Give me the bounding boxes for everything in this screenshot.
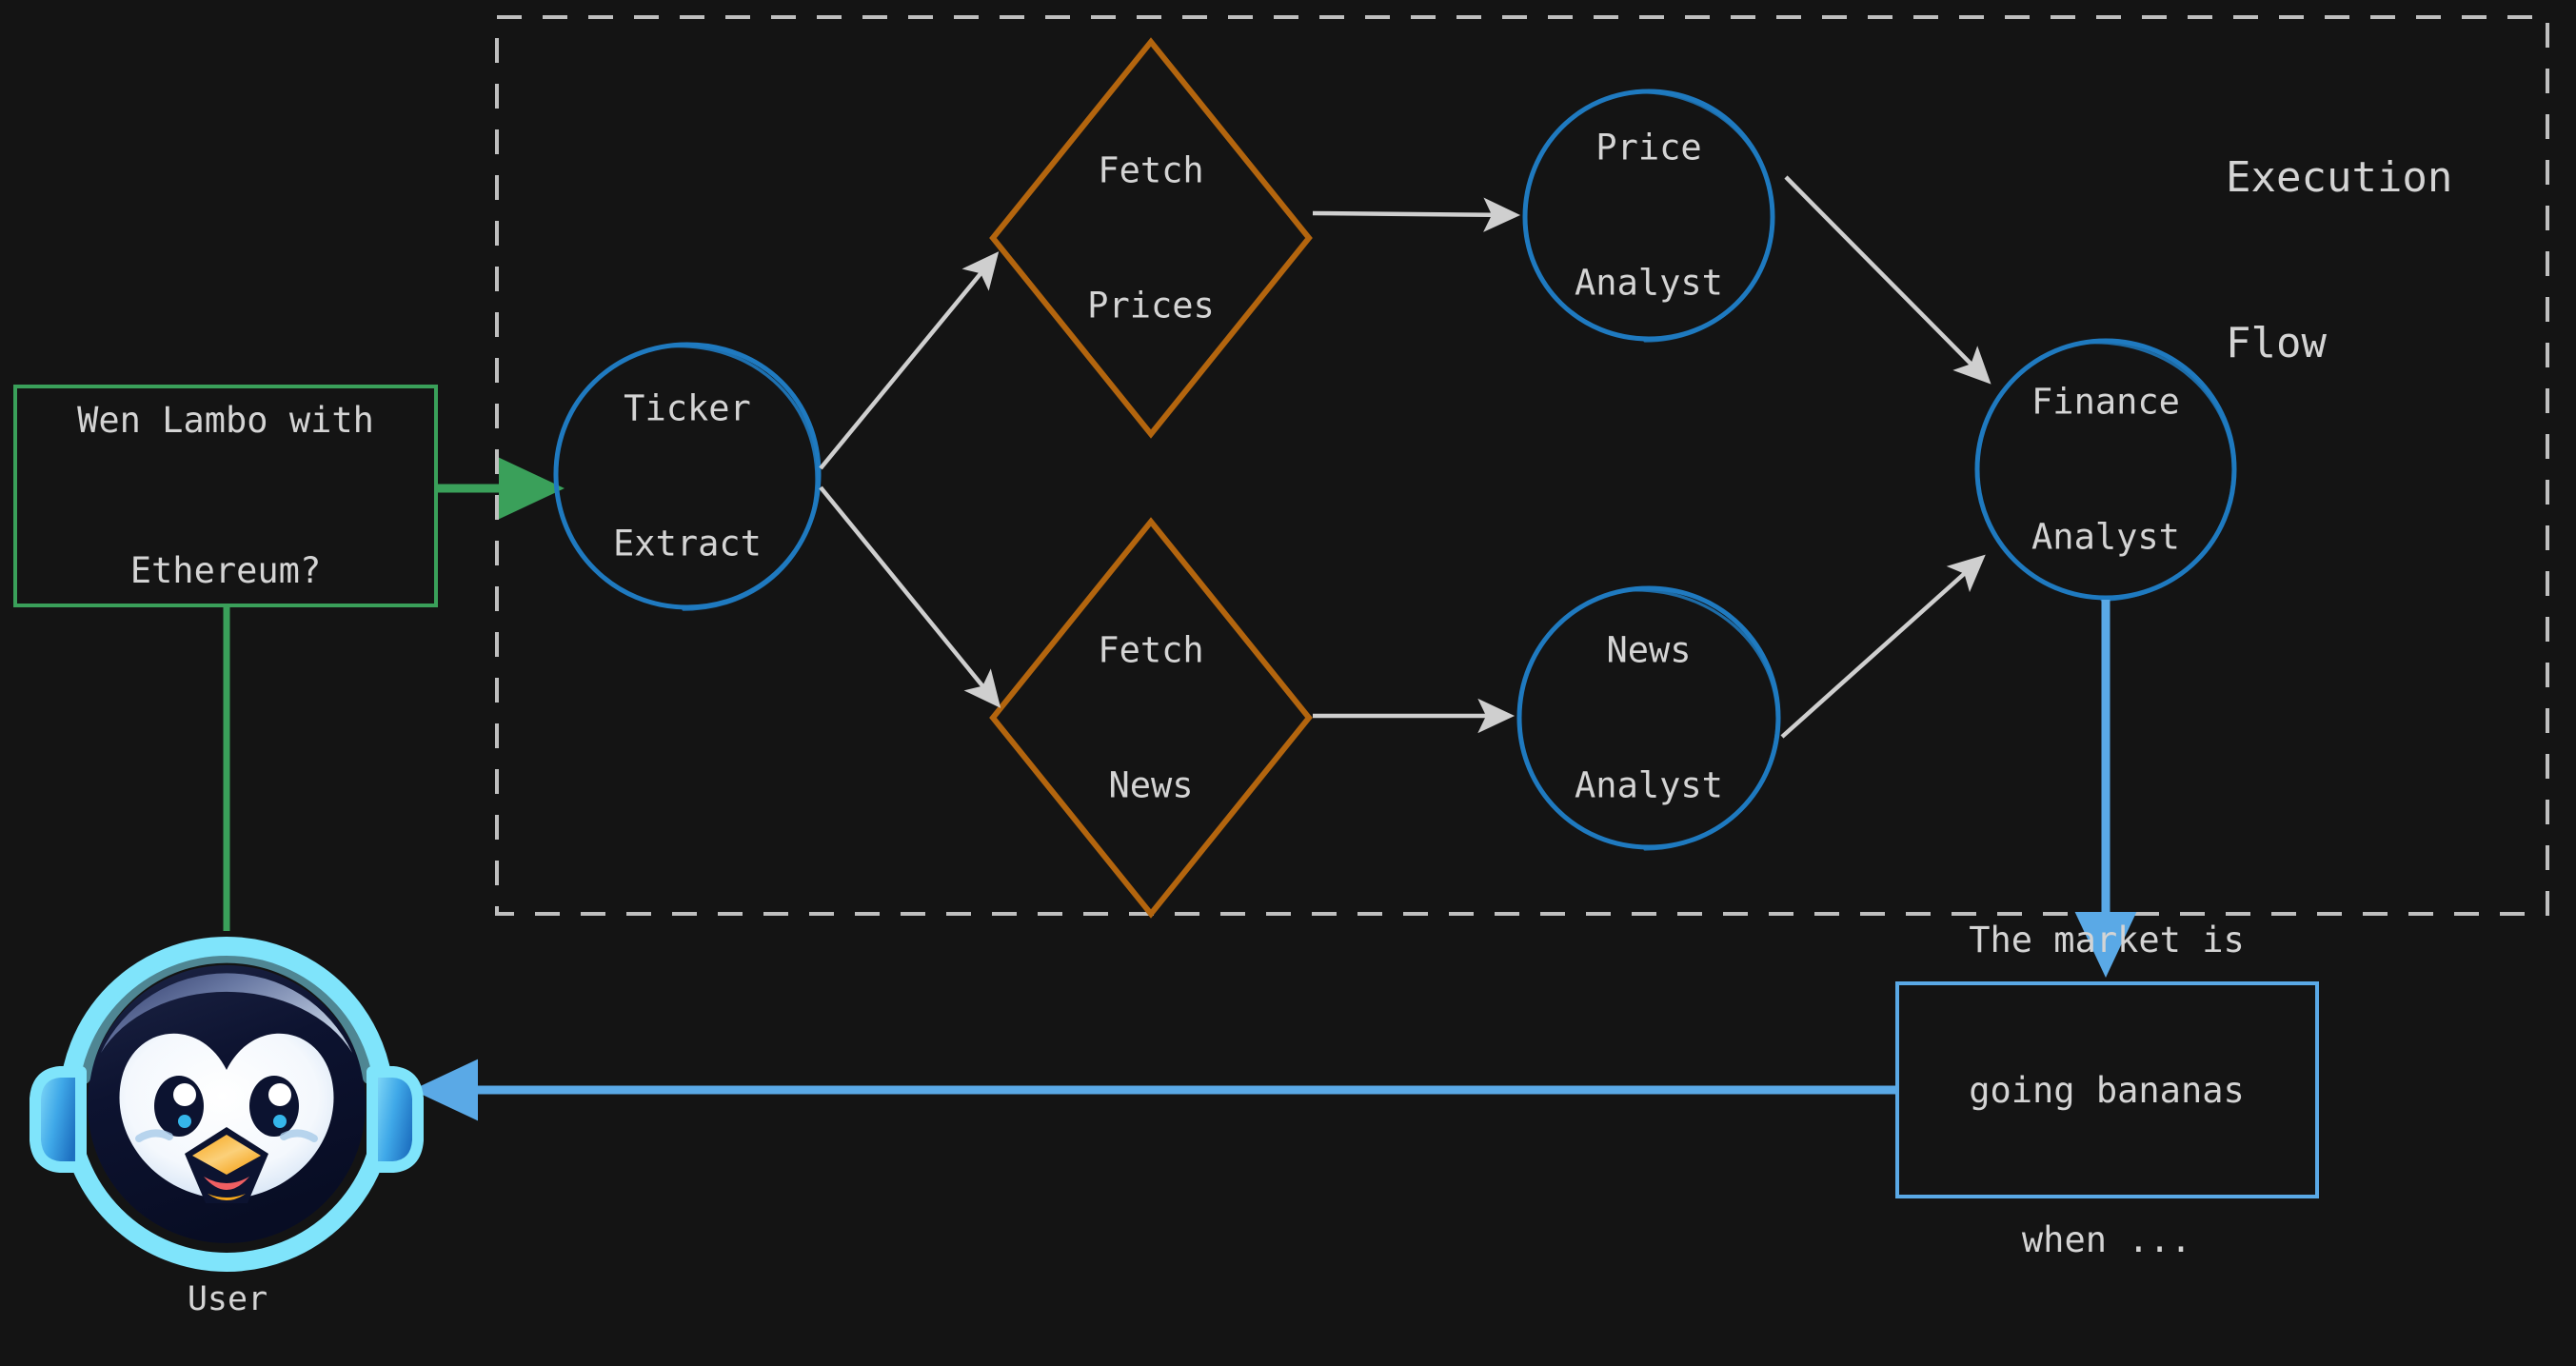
node-ticker-extract[interactable]: [553, 342, 822, 611]
execution-flow-title-line2: Flow: [2226, 319, 2327, 368]
node-news-analyst[interactable]: [1516, 585, 1781, 851]
edge-ticker-to-fetch-news: [819, 485, 1001, 708]
output-text: The market is going bananas when ...: [1969, 816, 2245, 1366]
output-line2: going bananas: [1969, 1069, 2245, 1111]
output-line3: when ...: [2021, 1219, 2192, 1261]
user-avatar-penguin[interactable]: [30, 937, 424, 1272]
output-line1: The market is: [1969, 920, 2245, 961]
execution-flow-title: Execution Flow: [2226, 40, 2452, 483]
user-label: User: [187, 1280, 268, 1318]
node-fetch-prices[interactable]: [989, 37, 1313, 439]
flow-diagram-svg: [13, 15, 2549, 1272]
edge-ticker-to-fetch-prices: [819, 251, 1000, 470]
node-price-analyst[interactable]: [1522, 89, 1775, 343]
node-finance-analyst[interactable]: [1974, 338, 2237, 602]
user-input-line2: Ethereum?: [129, 549, 322, 591]
execution-flow-title-line1: Execution: [2226, 153, 2453, 203]
output-box[interactable]: [1895, 981, 2319, 1198]
user-input-line1: Wen Lambo with: [77, 399, 374, 441]
user-input-text: Wen Lambo with Ethereum?: [77, 296, 374, 696]
execution-flow-group-border: [495, 15, 2549, 916]
edge-price-analyst-to-finance-analyst: [1784, 175, 1991, 385]
edge-fetch-prices-to-price-analyst: [1312, 197, 1521, 232]
edge-news-analyst-to-finance-analyst: [1780, 554, 1986, 739]
node-fetch-news[interactable]: [989, 517, 1313, 919]
penguin-face: [119, 1033, 334, 1199]
diagram-canvas: Execution Flow Wen Lambo with Ethereum? …: [13, 15, 2549, 1318]
